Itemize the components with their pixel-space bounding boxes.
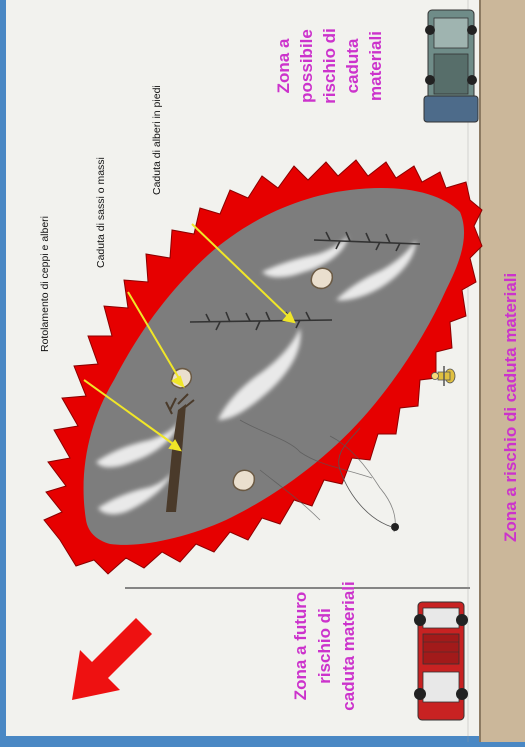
zone-line: materiali [366, 31, 385, 101]
zone-line: Zona a futuro [291, 592, 310, 701]
zone-label-risk: Zona a rischio di caduta materiali [501, 273, 520, 542]
hazard-label-rolling: Rotolamento di ceppi e alberi [39, 216, 51, 352]
zone-line: rischio di [315, 608, 334, 684]
zone-line: caduta materiali [339, 581, 358, 710]
fire-truck-icon [424, 10, 478, 122]
zone-label-possible-risk: Zona a possibile rischio di caduta mater… [274, 28, 385, 104]
zone-line: caduta [343, 38, 362, 93]
zone-line: Zona a [274, 38, 293, 93]
hose-reel-icon [391, 523, 399, 531]
hazard-label-stones: Caduta di sassi o massi [95, 157, 107, 268]
zone-line: rischio di [320, 28, 339, 104]
zone-line: possibile [297, 29, 316, 103]
hazard-label-trees: Caduta di alberi in piedi [151, 85, 163, 195]
fire-truck-icon [414, 602, 468, 720]
